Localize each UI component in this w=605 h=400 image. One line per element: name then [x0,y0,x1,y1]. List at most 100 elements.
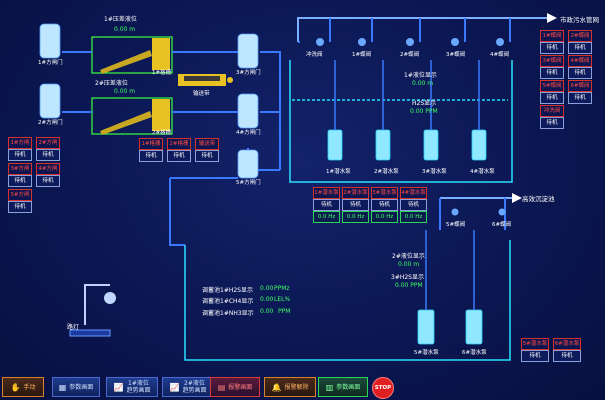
trend2-button[interactable]: 📈2#液位 趋势画面 [162,377,214,397]
pump3-label: 3#潜水泵 [422,169,447,175]
tank-ch4-label: 调蓄池1#CH4显示 [202,298,254,305]
fault-valve5[interactable]: 5#蝶阀 [540,80,564,92]
flush-valve-label: 冲洗阀 [306,52,323,58]
fault-valve4[interactable]: 4#蝶阀 [568,55,592,67]
tank-h2s-value: 0.00 [260,285,274,292]
fault-gate1[interactable]: 1#方闸门 [8,137,32,156]
status-pump5: 待机 [521,350,549,362]
conveyor-belt [178,74,233,86]
tank-nh3-value: 0.00 [260,308,274,315]
tank-ch4-unit: LEL% [274,296,291,303]
fault-valve3[interactable]: 3#蝶阀 [540,55,564,67]
stop-button[interactable]: STOP [372,377,394,399]
status-gate1: 待机 [8,149,32,161]
h2s3-value: 0.00 PPM [395,282,423,289]
status-valve2: 待机 [568,42,592,54]
tank-h2s-unit: PPMz [274,285,290,292]
fault-gate5[interactable]: 5#方闸门 [8,189,32,208]
fault-pump2[interactable]: 2#潜水泵 [342,187,369,199]
valve4-label: 4#蝶阀 [490,52,510,58]
fault-valve2[interactable]: 2#蝶阀 [568,30,592,42]
chart-icon: 📈 [113,382,124,392]
pump6-label: 6#潜水泵 [462,350,487,356]
status-valve6: 待机 [568,92,592,104]
grit-channel-2 [91,97,173,135]
conveyor-label: 输送带 [193,91,210,97]
status-gate3: 待机 [8,175,32,187]
fault-flush-valve[interactable]: 冲洗阀 [540,105,564,117]
h2s3-title: 3#H2S显示 [391,274,424,281]
status-gate5: 待机 [8,201,32,213]
municipal-pipe-label: 市政污水管网 [560,16,599,24]
fault-pump3[interactable]: 3#潜水泵 [371,187,398,199]
fault-gate2[interactable]: 2#方闸门 [36,137,60,156]
valve6-label: 6#蝶阀 [492,222,512,228]
grille-1 [100,38,170,74]
h2s2-value: 0.00 PPM [410,108,438,115]
fault-valve6[interactable]: 6#蝶阀 [568,80,592,92]
pressure2-title: 2#压差液位 [95,80,128,87]
status-valve1: 待机 [540,42,564,54]
bars-icon: ▥ [325,382,334,392]
level1-value: 0.00 m [412,80,434,87]
gate2-label: 2#方闸门 [38,120,63,126]
level1-title: 1#液位显示 [404,72,437,79]
pressure2-value: 0.00 m [114,88,136,95]
pump-risers [334,60,480,310]
pumps-top-shapes [327,129,487,345]
gate5-label: 5#方闸门 [236,180,261,186]
status-gate2: 待机 [36,149,60,161]
pressure1-value: 0.00 m [114,26,136,33]
hand-icon: ✋ [10,382,21,392]
fault-pump4[interactable]: 4#潜水泵 [400,187,427,199]
valve3-label: 3#蝶阀 [446,52,466,58]
valve1-label: 1#蝶阀 [352,52,372,58]
alarm-reset-button[interactable]: 🔔报警解除 [264,377,316,397]
pump2-label: 2#潜水泵 [374,169,399,175]
fault-pump5[interactable]: 5#潜水泵 [521,338,549,350]
trend1-button[interactable]: 📈1#液位 趋势画面 [106,377,158,397]
grille2-label: 2#格栅 [152,130,172,136]
fault-pump1[interactable]: 1#潜水泵 [313,187,340,199]
pump1-label: 1#潜水泵 [326,169,351,175]
params-button[interactable]: ▦参数画面 [52,377,100,397]
street-light-label: 路灯 [67,324,80,331]
tank-nh3-label: 调蓄池1#NH3显示 [202,310,254,317]
grille1-label: 1#格栅 [152,70,172,76]
status-flush-valve: 待机 [540,117,564,129]
level2-value: 0.00 m [398,261,420,268]
pump5-label: 5#潜水泵 [414,350,439,356]
gate-drums [39,23,259,179]
status-pump4: 待机 [400,199,427,211]
bell-icon: 🔔 [271,382,282,392]
fault-conveyor[interactable]: 输送带 [195,138,219,150]
level2-title: 2#液位显示 [392,253,425,260]
status-valve5: 待机 [540,92,564,104]
status-valve4: 待机 [568,67,592,79]
params2-button[interactable]: ▥参数画面 [318,377,368,397]
grille-2 [100,99,170,135]
alarm-icon: ▤ [217,382,226,392]
tank-ch4-value: 0.00 [260,296,274,303]
tank-h2s-label: 调蓄池1#H2S显示 [202,287,253,294]
fault-gate3[interactable]: 3#方闸门 [8,163,32,182]
status-pump1: 待机 [313,199,340,211]
alarm-button[interactable]: ▤报警画面 [210,377,260,397]
manual-button[interactable]: ✋手动 [2,377,44,397]
status-pump6: 待机 [553,350,581,362]
fault-grille2[interactable]: 2#格栅 [167,138,191,150]
gate1-label: 1#方闸门 [38,60,63,66]
pressure1-title: 1#压差液位 [104,16,137,23]
status-grille2: 待机 [167,150,191,162]
fault-valve1[interactable]: 1#蝶阀 [540,30,564,42]
fault-pump6[interactable]: 6#潜水泵 [553,338,581,350]
fault-gate4[interactable]: 4#方闸门 [36,163,60,182]
pool-outlines [184,60,513,361]
gate4-label: 4#方闸门 [236,130,261,136]
hz-pump3: 0.0 Hz [371,211,398,223]
valves-top [316,38,506,216]
fault-grille1[interactable]: 1#格栅 [139,138,163,150]
grid-icon: ▦ [58,382,67,392]
grit-channel-1 [91,36,173,74]
